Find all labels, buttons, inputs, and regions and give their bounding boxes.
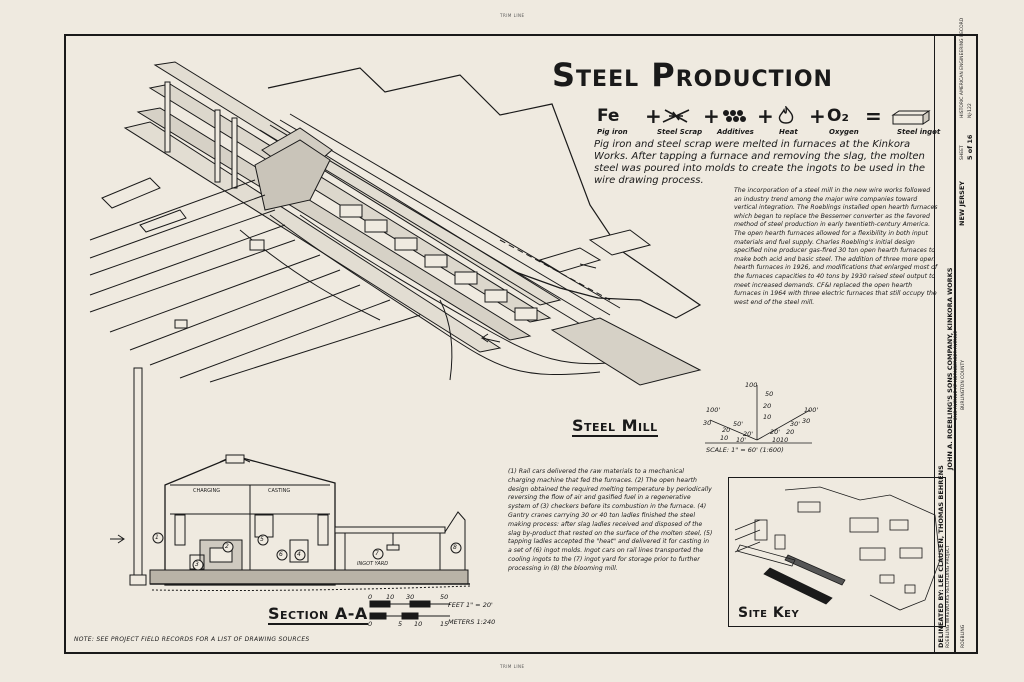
scale-number: 20' — [770, 428, 781, 436]
meter-scale-label: METERS 1:240 — [448, 618, 496, 626]
meter-scale-15: 15 — [440, 620, 449, 628]
page-title: Steel Production — [552, 56, 833, 94]
scale-number: 20 — [763, 402, 772, 410]
scale-number: 50' — [733, 420, 744, 428]
pig-iron-label: Pig iron — [597, 128, 628, 136]
feet-scale-label: FEET 1" = 20' — [448, 601, 493, 609]
trim-mark-bottom: TRIM LINE — [500, 664, 525, 669]
meter-scale-5: 5 — [398, 620, 403, 628]
callout-3: 3 — [195, 561, 199, 568]
flame-icon — [778, 106, 794, 124]
steel-mill-aerial-drawing — [89, 61, 941, 620]
trim-mark-top: TRIM LINE — [500, 13, 525, 18]
sheet-label: SHEET — [960, 145, 965, 160]
scale-number: 100' — [804, 406, 819, 414]
plus-operator: + — [645, 104, 662, 128]
drawing-border — [64, 34, 956, 654]
steel-ingot-label: Steel ingot — [897, 128, 941, 136]
scale-number: 30' — [790, 420, 801, 428]
ingot-yard-label: INGOT YARD — [357, 561, 389, 567]
intro-text: Pig iron and steel scrap were melted in … — [594, 139, 926, 186]
title-block-strip — [934, 34, 978, 654]
callout-7: 7 — [375, 550, 379, 557]
scale-number: 10 — [780, 436, 789, 444]
charging-label: CHARGING — [193, 488, 221, 494]
scale-number: 20 — [786, 428, 795, 436]
scale-number: 10 — [772, 436, 781, 444]
feet-scale-30: 30 — [406, 593, 415, 601]
history-text: The incorporation of a steel mill in the… — [734, 187, 938, 306]
scale-number: 100 — [745, 381, 758, 389]
heat-label: Heat — [779, 128, 798, 136]
feet-scale-10: 10 — [386, 593, 395, 601]
callout-5: 5 — [260, 536, 264, 543]
meter-scale-10: 10 — [414, 620, 423, 628]
scale-number: 10 — [763, 413, 772, 421]
survey-number: NJ-122 — [968, 103, 973, 118]
scale-number: 100' — [706, 406, 721, 414]
site-key-label: Site Key — [738, 605, 800, 621]
mill-scale-label: SCALE: 1" = 60' (1:600) — [706, 446, 784, 454]
steel-equation: Fe Pig iron + Steel Scrap + Additives + … — [597, 104, 941, 140]
steel-scrap-icon — [662, 109, 690, 123]
project-location: 2ND AVENUE AT HORNBERGER AVENUE — [954, 330, 959, 420]
meter-scale-0: 0 — [368, 620, 373, 628]
title-block — [956, 34, 978, 654]
scale-number: 10 — [720, 434, 729, 442]
callout-4: 4 — [297, 551, 301, 558]
project-city: ROEBLING — [961, 624, 966, 648]
steel-scrap-label: Steel Scrap — [657, 128, 703, 136]
steel-mill-label: Steel Mill — [572, 416, 658, 437]
callout-1: 1 — [155, 534, 159, 541]
additives-icon — [723, 110, 746, 122]
project-county: BURLINGTON COUNTY — [961, 360, 966, 410]
recording-project: ROEBLING WIREWORKS RECORDING PROJECT — [946, 544, 951, 648]
sources-note: NOTE: SEE PROJECT FIELD RECORDS FOR A LI… — [74, 636, 310, 643]
callout-2: 2 — [225, 543, 229, 550]
feet-scale-50: 50 — [440, 593, 449, 601]
section-label: Section A-A — [268, 604, 368, 625]
site-key-drawing — [734, 486, 941, 611]
scale-number: 50 — [765, 390, 774, 398]
casting-label: CASTING — [268, 488, 291, 494]
scale-number: 10' — [736, 436, 747, 444]
project-state: NEW JERSEY — [958, 180, 966, 226]
scale-number: 30 — [802, 417, 811, 425]
scale-number: 30 — [703, 419, 712, 427]
process-text: (1) Rail cars delivered the raw material… — [508, 468, 713, 572]
feet-scale-0: 0 — [368, 593, 373, 601]
callout-8: 8 — [453, 544, 457, 551]
additives-label: Additives — [717, 128, 754, 136]
plus-operator: + — [757, 104, 774, 128]
sheet-number: 5 of 16 — [966, 134, 974, 160]
plus-operator: + — [703, 104, 720, 128]
plus-operator: + — [809, 104, 826, 128]
oxygen-symbol: O₂ — [827, 106, 849, 126]
scale-number: 20' — [743, 430, 754, 438]
callout-6: 6 — [279, 551, 283, 558]
scale-number: 20 — [722, 426, 731, 434]
delineator-text: DELINEATED BY: LEE CLAUSEN, THOMAS BEHRE… — [937, 465, 945, 648]
project-name: JOHN A. ROEBLING'S SONS COMPANY, KINKORA… — [946, 267, 954, 470]
equals-operator: = — [865, 104, 882, 128]
oxygen-label: Oxygen — [829, 128, 859, 136]
pig-iron-symbol: Fe — [597, 106, 620, 126]
survey-name: HISTORIC AMERICAN ENGINEERING RECORD — [960, 17, 965, 118]
steel-ingot-icon — [891, 110, 931, 125]
